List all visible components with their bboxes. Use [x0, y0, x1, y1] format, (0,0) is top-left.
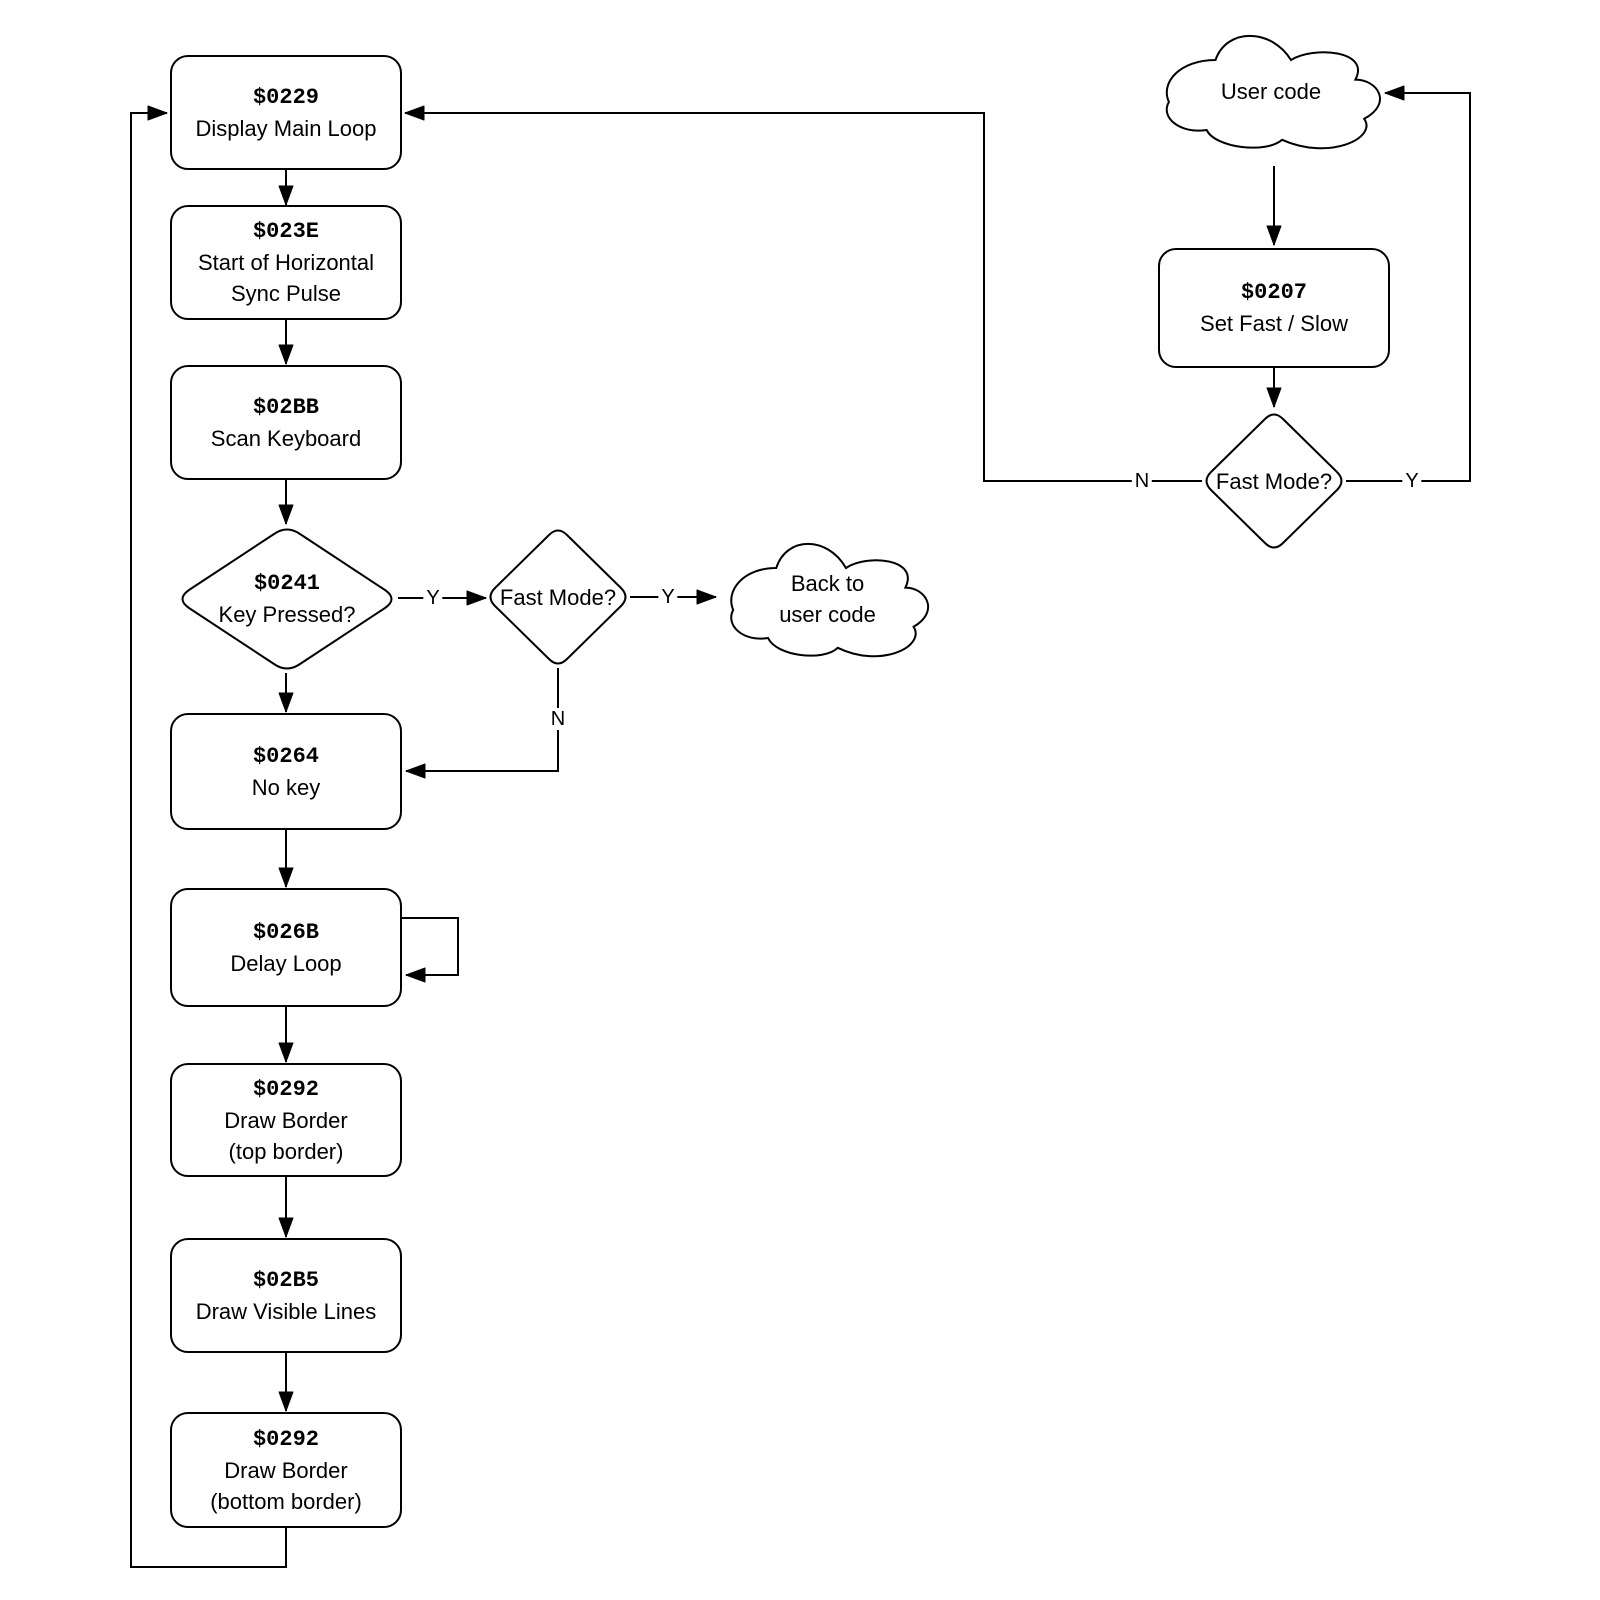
- node-label: Key Pressed?: [218, 602, 356, 627]
- node-address: $0241: [253, 571, 320, 596]
- node-label: Fast Mode?: [499, 584, 617, 610]
- node-address: $0264: [252, 743, 319, 769]
- node-label: user code: [779, 602, 876, 627]
- node-display-main-loop: $0229 Display Main Loop: [170, 55, 402, 170]
- node-address: $0207: [1240, 280, 1307, 305]
- node-label: User code: [1220, 78, 1322, 104]
- node-fast-mode-right: Fast Mode?: [1202, 410, 1346, 552]
- cloud-user-code: [1165, 35, 1381, 150]
- node-address: $02BB: [252, 394, 319, 420]
- node-hsync-start: $023E Start of Horizontal Sync Pulse: [170, 205, 402, 320]
- node-label: Delay Loop: [230, 950, 342, 976]
- node-scan-keyboard: $02BB Scan Keyboard: [170, 365, 402, 480]
- node-label: (top border): [228, 1138, 344, 1164]
- node-draw-visible-lines: $02B5 Draw Visible Lines: [170, 1238, 402, 1353]
- edge-label-yes: Y: [658, 586, 678, 608]
- node-label: Draw Border: [224, 1457, 348, 1483]
- node-address: $026B: [252, 919, 319, 945]
- edge-label-yes: Y: [423, 587, 443, 609]
- node-set-fast-slow: $0207 Set Fast / Slow: [1158, 248, 1390, 368]
- diamond-key-pressed: [181, 528, 393, 670]
- node-user-code: User code: [1160, 25, 1382, 165]
- node-label: Back to: [790, 571, 865, 596]
- node-address: $0292: [252, 1076, 319, 1102]
- node-label: Draw Visible Lines: [195, 1298, 377, 1324]
- node-label: Start of Horizontal: [197, 250, 375, 275]
- node-address: $02B5: [252, 1267, 319, 1293]
- node-label: Set Fast / Slow: [1200, 311, 1348, 336]
- node-address: $0292: [252, 1426, 319, 1452]
- edge-borderbottom-feedback: [130, 105, 287, 1568]
- node-fast-mode-mid: Fast Mode?: [486, 526, 630, 668]
- node-address: $0229: [252, 84, 319, 110]
- edge-delay-self-loop: [402, 917, 459, 983]
- node-label: Fast Mode?: [1215, 468, 1333, 494]
- edge-rightfastmode-no: [404, 105, 1202, 482]
- node-back-to-user-code: Back to user code: [725, 533, 930, 673]
- node-delay-loop: $026B Delay Loop: [170, 888, 402, 1007]
- node-label: No key: [251, 774, 321, 800]
- node-address: $023E: [252, 219, 319, 244]
- edge-label-no: N: [1131, 470, 1153, 492]
- node-draw-border-bottom: $0292 Draw Border (bottom border): [170, 1412, 402, 1528]
- node-label: Draw Border: [224, 1107, 348, 1133]
- node-draw-border-top: $0292 Draw Border (top border): [170, 1063, 402, 1177]
- diamond-fast-mode-mid: [489, 529, 627, 665]
- edge-label-yes: Y: [1402, 470, 1422, 492]
- node-label: Scan Keyboard: [210, 425, 362, 451]
- node-no-key: $0264 No key: [170, 713, 402, 830]
- diamond-fast-mode-right: [1205, 413, 1343, 549]
- edge-fastmode-no-nokey: [405, 668, 559, 779]
- node-label: (bottom border): [210, 1488, 362, 1514]
- node-label: Sync Pulse: [230, 281, 342, 306]
- edge-label-no: N: [547, 708, 569, 730]
- node-label: Display Main Loop: [195, 115, 377, 141]
- cloud-back-to-user-code: [730, 543, 929, 658]
- node-key-pressed: $0241 Key Pressed?: [176, 525, 398, 673]
